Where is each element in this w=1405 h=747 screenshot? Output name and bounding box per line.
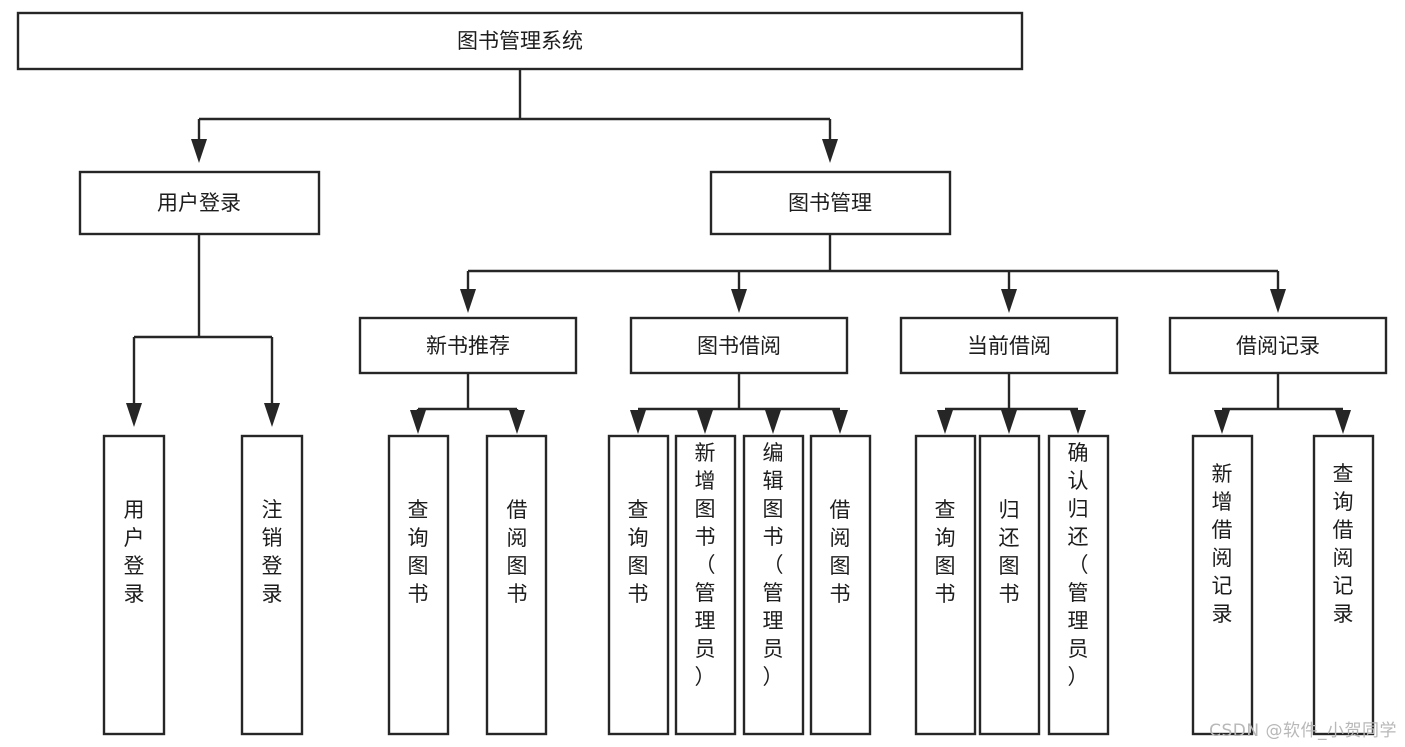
leaf-query-book-2-box[interactable] <box>607 434 670 736</box>
leaf-edit-book-box[interactable] <box>742 434 805 736</box>
leaf-query-book-3-box[interactable] <box>914 434 977 736</box>
leaf-add-book-box[interactable] <box>674 434 737 736</box>
node-book-borrow[interactable]: 图书借阅 <box>629 316 849 375</box>
leaf-return-book-label: 归还图书 <box>999 498 1020 606</box>
node-borrow-record-box[interactable] <box>1168 316 1388 375</box>
node-book-manage-label: 图书管理 <box>788 191 872 215</box>
leaf-borrow-book-2[interactable]: 借阅图书 <box>809 434 872 736</box>
leaf-query-book-1[interactable]: 查询图书 <box>387 434 450 736</box>
arrowhead-leaf-query-book-3 <box>937 410 953 434</box>
arrowhead-new-book-recommend <box>460 289 476 313</box>
arrowhead-leaf-query-book-1 <box>410 410 426 434</box>
leaf-borrow-book-1-label: 借阅图书 <box>507 498 528 606</box>
leaf-user-login[interactable]: 用户登录 <box>102 434 166 736</box>
node-book-borrow-box[interactable] <box>629 316 849 375</box>
leaf-query-book-1-label: 查询图书 <box>408 498 429 606</box>
node-current-borrow-box[interactable] <box>899 316 1119 375</box>
leaf-add-book[interactable]: 新增图书（管理员） <box>674 434 737 736</box>
node-new-book-recommend-label: 新书推荐 <box>426 334 510 358</box>
node-root-label: 图书管理系统 <box>457 29 583 53</box>
node-root[interactable]: 图书管理系统 <box>16 11 1024 71</box>
leaf-borrow-book-2-label: 借阅图书 <box>830 498 851 606</box>
leaf-add-book-label: 新增图书（管理员） <box>695 441 716 689</box>
node-user-login-box[interactable] <box>78 170 321 236</box>
node-book-manage[interactable]: 图书管理 <box>709 170 952 236</box>
leaf-confirm-return-label: 确认归还（管理员） <box>1068 441 1089 689</box>
arrowhead-leaf-borrow-book-2 <box>832 410 848 434</box>
arrowhead-current-borrow <box>1001 289 1017 313</box>
leaf-query-record[interactable]: 查询借阅记录 <box>1312 434 1375 736</box>
arrowhead-leaf-borrow-book-1 <box>509 410 525 434</box>
leaf-return-book-box[interactable] <box>978 434 1041 736</box>
node-user-login-label: 用户登录 <box>157 191 241 215</box>
connector-layer <box>126 69 1351 434</box>
arrowhead-leaf-query-book-2 <box>630 410 646 434</box>
arrowhead-leaf-add-record <box>1214 410 1230 434</box>
arrowhead-leaf-user-login <box>126 403 142 427</box>
leaf-borrow-book-2-box[interactable] <box>809 434 872 736</box>
leaf-query-record-label: 查询借阅记录 <box>1333 462 1354 626</box>
leaf-query-book-2[interactable]: 查询图书 <box>607 434 670 736</box>
leaf-query-record-box[interactable] <box>1312 434 1375 736</box>
leaf-confirm-return-box[interactable] <box>1047 434 1110 736</box>
arrowhead-leaf-confirm-return <box>1070 410 1086 434</box>
arrowhead-book-borrow <box>731 289 747 313</box>
leaf-add-record[interactable]: 新增借阅记录 <box>1191 434 1254 736</box>
leaf-edit-book-label: 编辑图书（管理员） <box>763 441 784 689</box>
node-current-borrow-label: 当前借阅 <box>967 334 1051 358</box>
arrowhead-leaf-edit-book <box>765 410 781 434</box>
leaf-add-record-label: 新增借阅记录 <box>1212 462 1233 626</box>
leaf-user-login-label: 用户登录 <box>124 498 145 606</box>
node-current-borrow[interactable]: 当前借阅 <box>899 316 1119 375</box>
leaf-query-book-1-box[interactable] <box>387 434 450 736</box>
arrowhead-borrow-record <box>1270 289 1286 313</box>
leaf-borrow-book-1-box[interactable] <box>485 434 548 736</box>
node-root-box[interactable] <box>16 11 1024 71</box>
leaf-return-book[interactable]: 归还图书 <box>978 434 1041 736</box>
leaf-user-logout-label: 注销登录 <box>262 498 283 606</box>
arrowhead-user-login <box>191 139 207 163</box>
leaf-user-logout[interactable]: 注销登录 <box>240 434 304 736</box>
arrowhead-leaf-return-book <box>1001 410 1017 434</box>
leaf-borrow-book-1[interactable]: 借阅图书 <box>485 434 548 736</box>
arrowhead-book-manage <box>822 139 838 163</box>
node-book-borrow-label: 图书借阅 <box>697 334 781 358</box>
leaf-confirm-return[interactable]: 确认归还（管理员） <box>1047 434 1110 736</box>
node-book-manage-box[interactable] <box>709 170 952 236</box>
node-user-login[interactable]: 用户登录 <box>78 170 321 236</box>
leaf-query-book-3-label: 查询图书 <box>935 498 956 606</box>
leaf-user-logout-box[interactable] <box>240 434 304 736</box>
leaf-edit-book[interactable]: 编辑图书（管理员） <box>742 434 805 736</box>
leaf-query-book-2-label: 查询图书 <box>628 498 649 606</box>
node-new-book-recommend-box[interactable] <box>358 316 578 375</box>
arrowhead-leaf-query-record <box>1335 410 1351 434</box>
leaf-user-login-box[interactable] <box>102 434 166 736</box>
arrowhead-leaf-user-logout <box>264 403 280 427</box>
node-borrow-record-label: 借阅记录 <box>1236 334 1320 358</box>
leaf-add-record-box[interactable] <box>1191 434 1254 736</box>
node-new-book-recommend[interactable]: 新书推荐 <box>358 316 578 375</box>
node-borrow-record[interactable]: 借阅记录 <box>1168 316 1388 375</box>
arrowhead-leaf-add-book <box>697 410 713 434</box>
leaf-query-book-3[interactable]: 查询图书 <box>914 434 977 736</box>
csdn-watermark: CSDN @软件_小贺同学 <box>1209 721 1397 741</box>
